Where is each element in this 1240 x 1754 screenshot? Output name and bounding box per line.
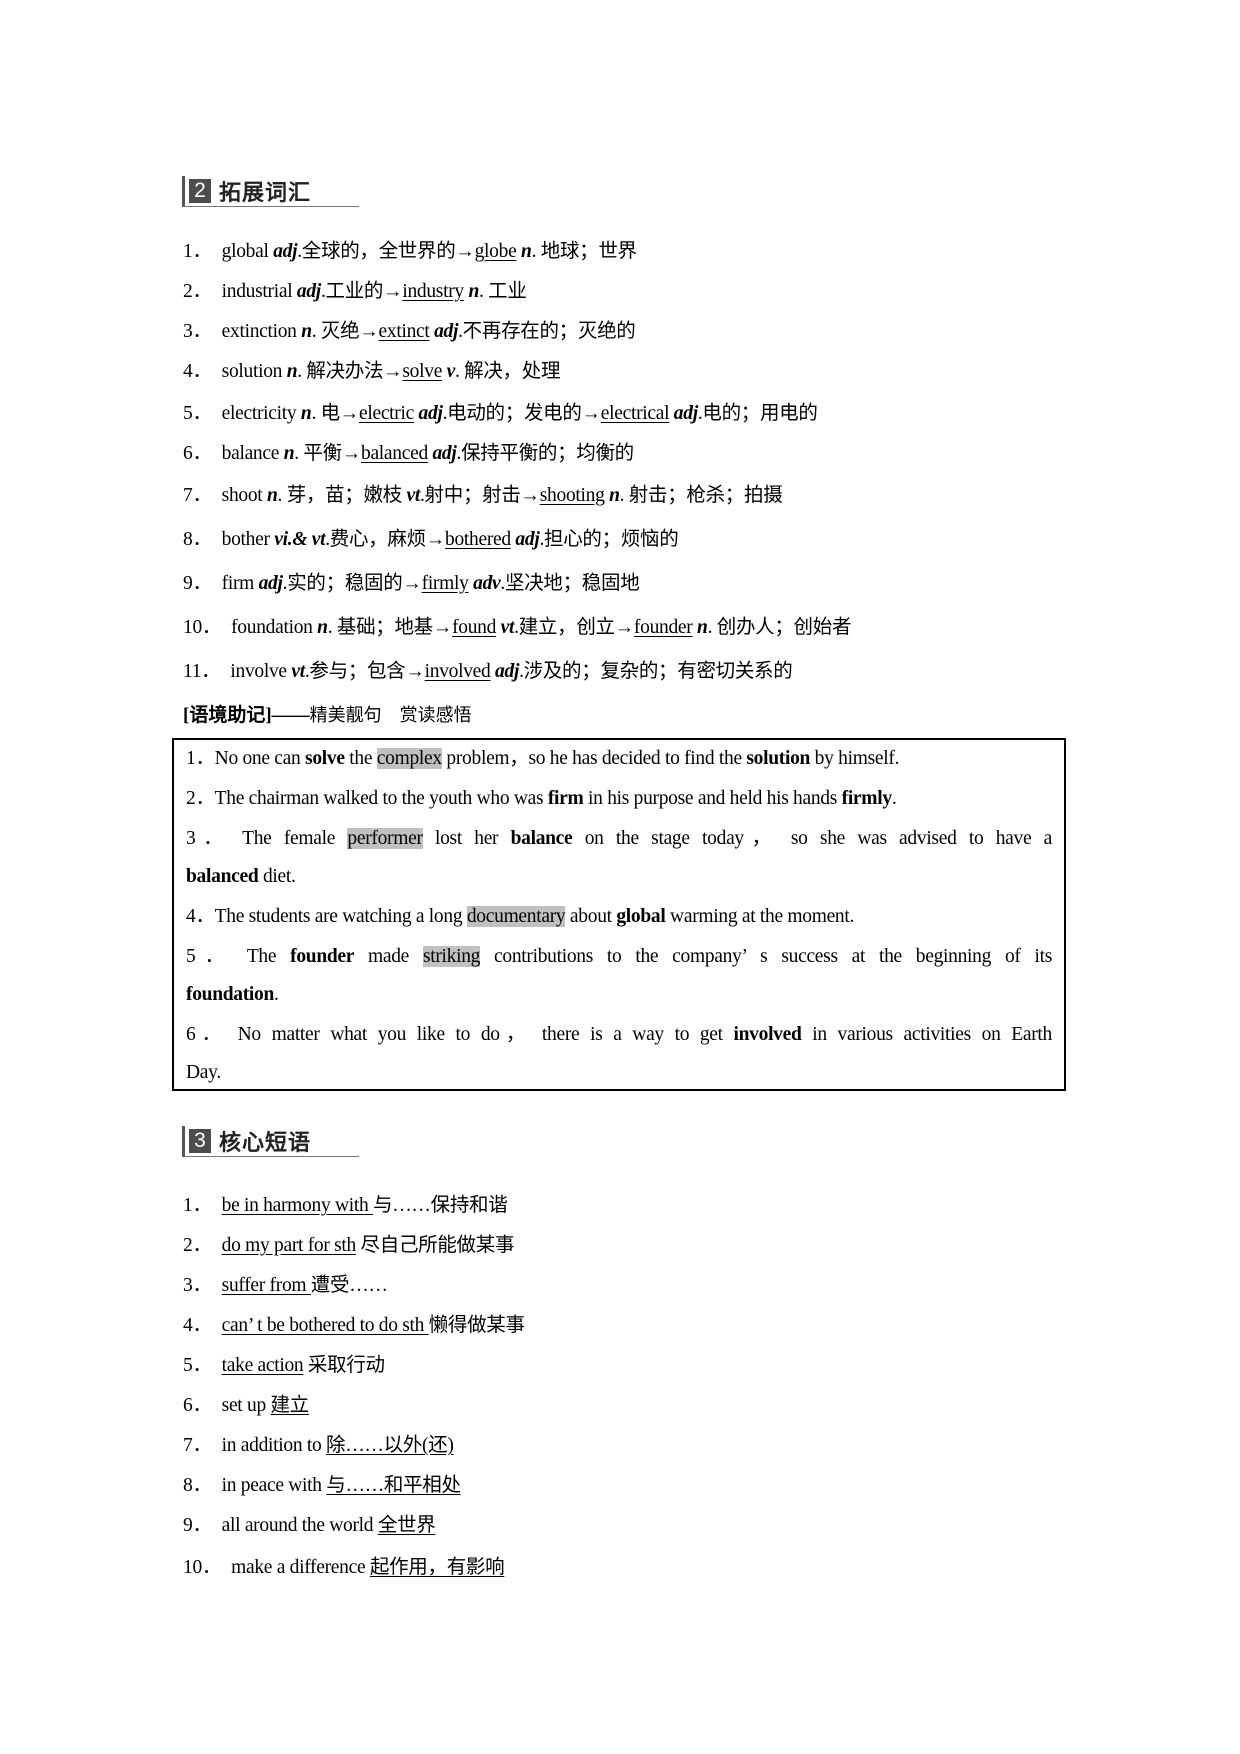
example-sentence: 2．The chairman walked to the youth who w… <box>186 788 897 809</box>
phrase-item: 1．be in harmony with 与……保持和谐 <box>183 1195 508 1216</box>
phrase-item: 8．in peace with 与……和平相处 <box>183 1475 461 1496</box>
section-number-badge: 2 <box>189 179 211 203</box>
example-sentence-cont: foundation. <box>186 984 279 1005</box>
section-header-core-phrases: 3 核心短语 <box>182 1126 359 1157</box>
phrase-item: 4．can’ t be bothered to do sth 懒得做某事 <box>183 1315 525 1336</box>
phrase-item: 7．in addition to 除……以外(还) <box>183 1435 454 1456</box>
phrase-item: 3．suffer from 遭受…… <box>183 1275 388 1296</box>
phrase-item: 2．do my part for sth 尽自己所能做某事 <box>183 1235 515 1256</box>
example-sentence: 6． No matter what you like to do， there … <box>186 1024 1052 1045</box>
example-sentences-box: 1．No one can solve the complex problem，s… <box>172 738 1066 1091</box>
vocab-item: 6．balance n. 平衡→balanced adj.保持平衡的；均衡的 <box>183 443 634 464</box>
example-sentence: 4．The students are watching a long docum… <box>186 906 855 927</box>
example-sentence-cont: balanced diet. <box>186 866 296 887</box>
section-number-badge: 3 <box>189 1129 211 1153</box>
vocab-item: 2．industrial adj.工业的→industry n. 工业 <box>183 281 527 302</box>
context-memory-label: [语境助记]——精美靓句 赏读感悟 <box>183 705 472 726</box>
vocab-item: 9．firm adj.实的；稳固的→firmly adv.坚决地；稳固地 <box>183 573 640 594</box>
example-sentence: 3． The female performer lost her balance… <box>186 828 1052 849</box>
vocab-item: 4．solution n. 解决办法→solve v. 解决，处理 <box>183 361 561 382</box>
phrase-item: 10．make a difference 起作用，有影响 <box>183 1557 505 1578</box>
section-header-expanded-vocab: 2 拓展词汇 <box>182 176 359 207</box>
vocab-item: 7．shoot n. 芽，苗；嫩枝 vt.射中；射击→shooting n. 射… <box>183 485 783 506</box>
phrase-item: 5．take action 采取行动 <box>183 1355 385 1376</box>
section-title: 拓展词汇 <box>219 181 312 206</box>
vocab-item: 1．global adj.全球的，全世界的→globe n. 地球；世界 <box>183 241 637 262</box>
vocab-item: 8．bother vi.& vt.费心，麻烦→bothered adj.担心的；… <box>183 529 679 550</box>
example-sentence: 1．No one can solve the complex problem，s… <box>186 748 900 769</box>
vocab-item: 11．involve vt.参与；包含→involved adj.涉及的；复杂的… <box>183 661 793 682</box>
section-title: 核心短语 <box>219 1131 312 1156</box>
vocab-item: 3．extinction n. 灭绝→extinct adj.不再存在的；灭绝的 <box>183 321 636 342</box>
phrase-item: 9．all around the world 全世界 <box>183 1515 436 1536</box>
phrase-item: 6．set up 建立 <box>183 1395 309 1416</box>
example-sentence-cont: Day. <box>186 1062 221 1083</box>
vocab-item: 10．foundation n. 基础；地基→found vt.建立，创立→fo… <box>183 617 852 638</box>
example-sentence: 5． The founder made striking contributio… <box>186 946 1053 967</box>
vocab-item: 5．electricity n. 电→electric adj.电动的；发电的→… <box>183 403 818 424</box>
